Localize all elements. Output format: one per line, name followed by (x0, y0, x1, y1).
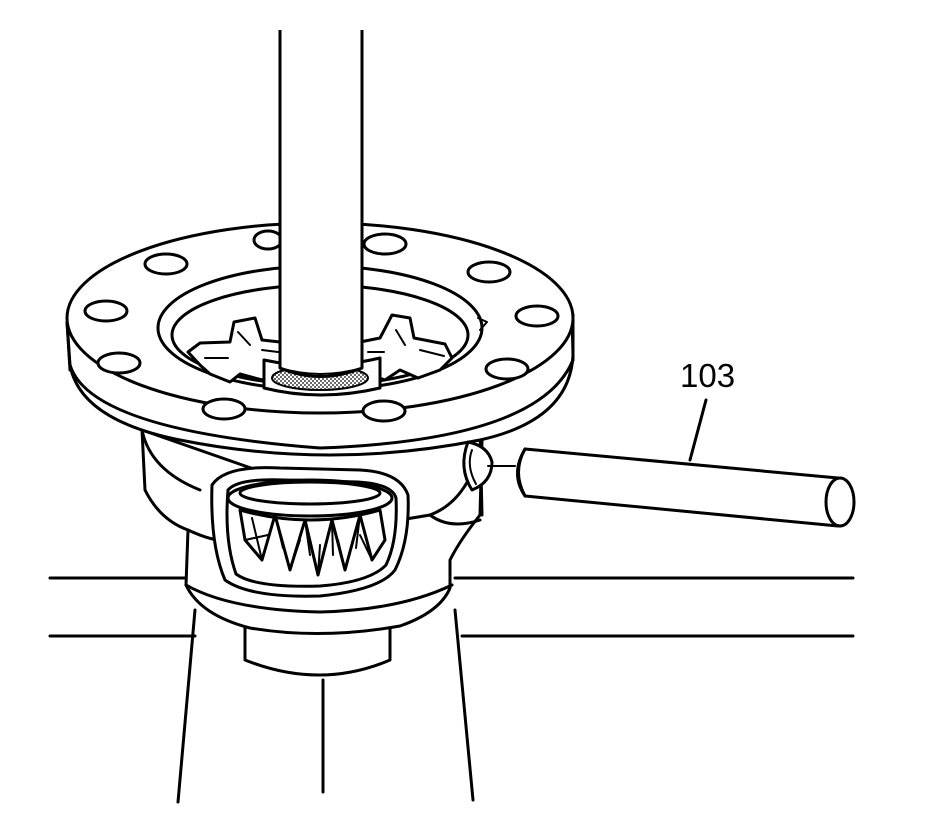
pin-hole (462, 440, 494, 492)
pinion-gears (186, 313, 488, 384)
bolt-holes (83, 229, 560, 423)
bolt-hole (201, 397, 247, 421)
support-fixture (176, 608, 475, 804)
bolt-hole (143, 252, 189, 276)
callout-leader-line (688, 398, 708, 462)
cross-pin (487, 447, 856, 528)
callout-103: 103 (680, 357, 735, 462)
bolt-hole (96, 351, 142, 375)
press-rod (262, 30, 382, 397)
callout-label: 103 (680, 357, 735, 394)
bolt-hole (514, 304, 560, 328)
bolt-hole (83, 299, 129, 323)
bolt-hole (361, 399, 407, 423)
bolt-hole (252, 229, 284, 251)
bench-rails (48, 576, 855, 638)
bolt-hole (466, 260, 512, 284)
bolt-hole (484, 357, 530, 381)
bolt-hole (362, 232, 408, 256)
side-gear (226, 478, 394, 577)
